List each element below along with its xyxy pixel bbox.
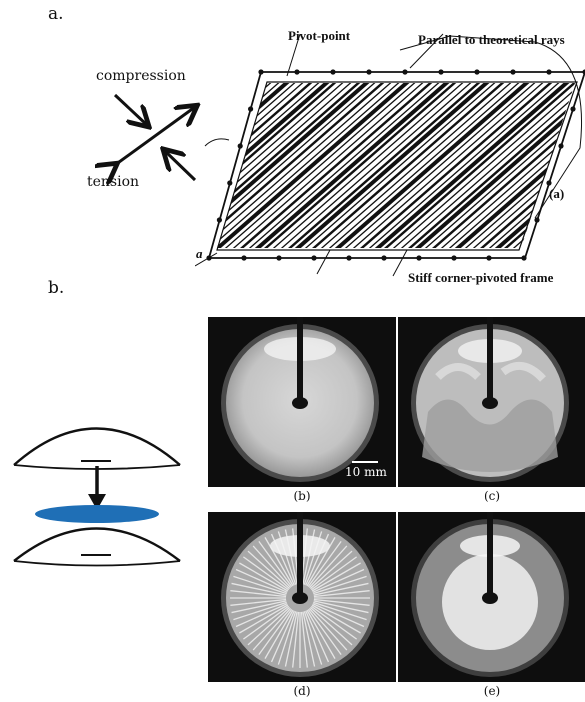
panel-a-label: a. [48,4,64,24]
panel-b-label: b. [48,278,65,298]
wrinkle-hatching [217,83,575,248]
compression-label: compression [96,68,186,84]
pivot-leader-line [286,33,301,77]
frame-leader-line [392,249,408,277]
inner-frame [216,81,578,251]
radial-wrinkles [230,528,370,668]
stiff-frame-label: Stiff corner-pivoted frame [408,270,554,285]
compression-arrow-lower [165,151,197,182]
frame-pivot-dots [206,69,585,261]
caption-b: (b) [293,489,311,503]
subfigure-a-label: (a) [549,186,565,201]
parallel-rays-label: Parallel to theoretical rays [418,32,565,47]
rays-leader-curve [534,41,583,219]
sheared-frame-figure [195,33,585,277]
blue-disc [35,505,159,523]
top-lens-upper [13,427,181,466]
compression-arrow-upper [113,93,147,125]
rays-leader-line [399,35,536,51]
caption-d: (d) [293,684,311,698]
caption-e: (e) [483,684,501,698]
photo-c [398,317,585,487]
bottom-lens-lower [13,560,181,567]
photo-d [208,512,396,682]
photo-b [208,317,396,487]
bottom-lens-upper [13,527,181,562]
caption-c: (c) [483,489,501,503]
photo-e [398,512,585,682]
tension-label: tension [87,174,140,190]
scale-bar-label: 10 mm [345,465,387,479]
lens-schematic [13,427,181,567]
tension-arrow [115,107,195,165]
pivot-point-label: Pivot-point [288,28,351,43]
corner-a-label: a [196,246,203,261]
stress-arrows-diagram [95,93,215,195]
